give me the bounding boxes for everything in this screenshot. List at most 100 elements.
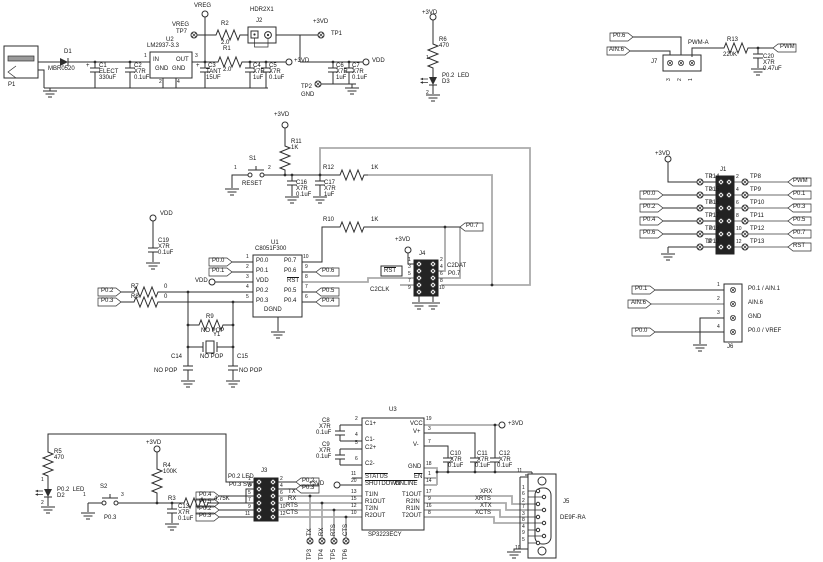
tp5-testpoint [330,537,338,545]
vcc-3vd-terminal [498,421,506,429]
j1-num-4: 4 [736,187,739,193]
r7-val: 0 [164,284,168,290]
plus3vd-terminal [285,58,293,66]
u3-num-20: 20 [351,478,357,484]
u3-num-15: 15 [351,496,357,502]
s1-name: RESET [242,181,263,187]
r7-ref: R7 [131,284,139,290]
tag-p02-mcu: P0.2 [101,288,114,294]
j1-tp10: TP10 [750,200,765,206]
u1-pin-p01: P0.1 [256,268,269,274]
j1-num-9: 9 [710,226,713,232]
s2-num-3: 3 [121,492,124,498]
u1-pin-p06: P0.6 [284,268,297,274]
u2-num-4: 4 [177,79,180,85]
u3-num-12: 12 [351,503,357,509]
tag-p01-j6: P0.1 [635,286,648,292]
j4-label-c2dat: C2DAT [447,263,467,269]
j1-num-12: 12 [736,239,742,245]
r6-val: 470 [439,43,450,49]
s2-ref: S2 [100,484,108,490]
vreg-terminal [201,10,209,18]
tag-p02-j3: P0.2 [199,506,212,512]
u3-pin-vp: V+ [413,429,421,435]
c19-capacitor [147,241,159,259]
u1-pin-p03: P0.3 [256,298,269,304]
c5-val: 0.1uF [269,75,285,81]
s1-ref: S1 [249,156,257,162]
c8-capacitor [334,424,346,442]
y1-ref: Y1 [213,332,221,338]
r13-ref: R13 [727,37,739,43]
c5-type: X7R [269,69,281,75]
c8-type: X7R [319,424,331,430]
vdd-terminal [362,58,370,66]
u3-pin-gnd: GND [408,464,422,470]
j5-num-1: 1 [522,485,525,491]
u3-pin-c1m: C1- [365,437,375,443]
u3-num-5: 5 [355,440,358,446]
u3-num-13: 13 [351,489,357,495]
j4-net-3vd: +3VD [395,237,411,243]
j6-num-3: 3 [717,310,720,316]
r4-ref: R4 [163,463,171,469]
port-header-section [639,155,812,261]
u1-num-2: 2 [246,264,249,270]
ground-symbol [80,512,96,520]
pwm-filter-section [606,32,797,76]
vreg-term-label: VREG [194,3,212,9]
c12-val: 0.1uF [497,463,513,469]
ground-symbol [270,331,286,339]
j7-num-2: 2 [677,78,683,81]
j4-num-5: 5 [408,271,411,277]
c13-capacitor [166,502,178,520]
c6-val: 1uF [336,75,347,81]
j4-num-7: 7 [408,278,411,284]
r10-resistor [335,221,369,233]
j3-num-3: 3 [248,483,251,489]
tag-p05-j3: P0.5 [199,499,212,505]
net-xrx: XRX [480,489,493,495]
j3-num-7: 7 [248,497,251,503]
c6-ref: C6 [336,63,344,69]
j5-part: DE9F-RA [560,515,586,521]
d3-name: P0.2 LED [442,73,470,79]
j4-num-2: 2 [440,257,443,263]
r5-resistor [43,448,53,480]
j6-num-2: 2 [717,296,720,302]
u3-pin-c2m: C2- [365,461,375,467]
tp6-sig: CTS [343,524,349,536]
c5-ref: C5 [269,63,277,69]
c9-type: X7R [319,448,331,454]
ground-symbol [180,380,196,388]
c20-ref: C20 [763,54,775,60]
tp3-testpoint [306,537,314,545]
c1-type: ELECT [99,69,119,75]
j1-num-11: 11 [707,239,713,245]
net-xcts: XCTS [475,510,492,516]
r2-ref: R2 [221,21,229,27]
j5-num-6: 6 [522,491,525,497]
j6-ref: J6 [727,344,734,350]
j4-label-rst: RST [384,268,396,274]
u2-pin-in: IN [153,57,159,63]
u1-num-1: 1 [246,254,249,260]
d1-diode [60,58,69,66]
tag-ain6-j6: AIN.6 [631,300,647,306]
tag-ain6-pwm: AIN.6 [609,47,625,53]
r10-val: 1K [371,217,379,223]
j3-num-11: 11 [245,511,251,517]
term-vdd-label: VDD [372,58,385,64]
highlighted-nets [278,147,788,538]
u1-num-7: 7 [305,284,308,290]
j1-tp18: TP18 [705,226,720,232]
tag-p02-j1: P0.2 [643,204,656,210]
j5-num-11: 11 [517,468,523,474]
tag-p04-j1: P0.4 [643,217,656,223]
tag-p03-j3: P0.3 [199,513,212,519]
c12-ref: C12 [499,451,511,457]
c10-val: 0.1uF [448,463,464,469]
j4-3vd-terminal [404,246,412,254]
j1-tp19: TP19 [705,239,720,245]
